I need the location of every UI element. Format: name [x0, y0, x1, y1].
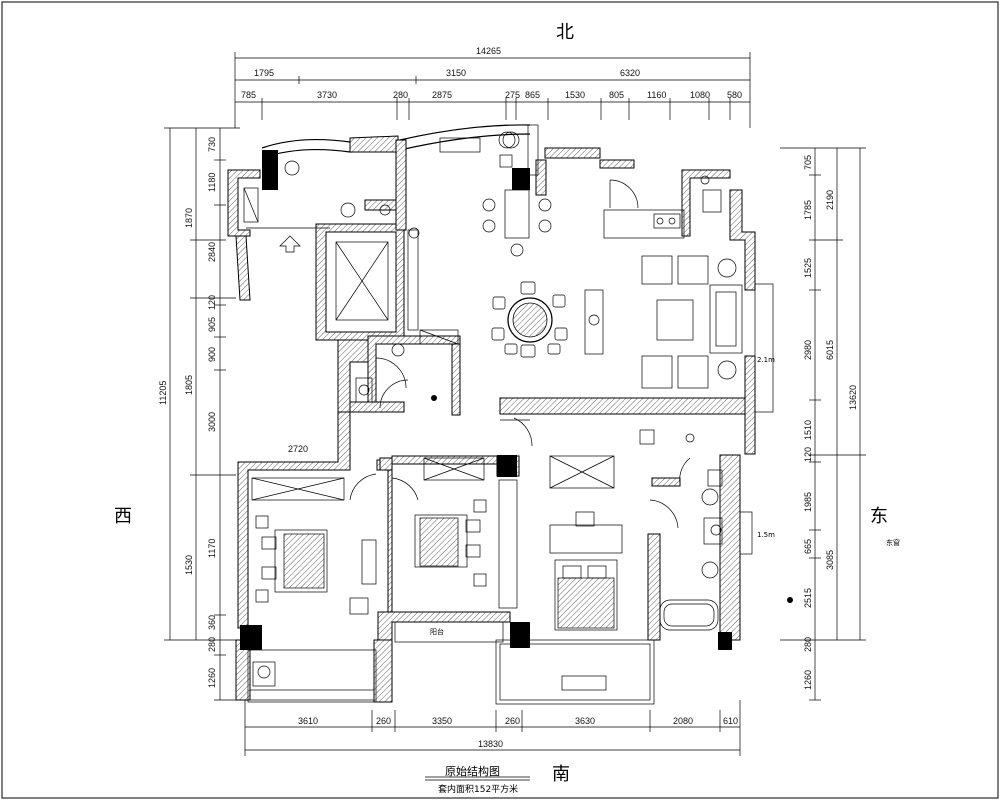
living-room-set	[584, 255, 743, 389]
left-inner-2: 1180	[207, 173, 217, 192]
master-bedroom-furniture	[549, 455, 623, 691]
top-seg-5: 275	[505, 90, 520, 100]
right-dimensions	[780, 147, 866, 701]
bottom-dim-total: 13830	[478, 739, 503, 749]
right-dim-mid-2: 6015	[825, 340, 835, 360]
top-seg-8: 805	[609, 90, 624, 100]
left-inner-10: 280	[207, 637, 217, 652]
bottom-seg-1: 3610	[298, 716, 318, 726]
compass-west: 西	[114, 506, 132, 527]
walls	[227, 124, 756, 703]
balcony-label: 阳台	[430, 627, 444, 636]
storage-units	[243, 187, 459, 345]
right-inner-6: 120	[803, 447, 813, 462]
left-dim-mid-1: 1870	[184, 208, 194, 228]
top-seg-1: 785	[241, 90, 256, 100]
top-seg-9: 1160	[647, 90, 666, 100]
right-dim-outer: 13620	[848, 385, 858, 410]
bathroom-fixtures	[252, 343, 723, 687]
compass-marker	[787, 597, 793, 603]
right-inner-5: 1510	[803, 420, 813, 440]
bedroom-1-furniture	[251, 477, 377, 615]
doors	[349, 179, 691, 529]
top-seg-2: 3730	[317, 90, 337, 100]
top-seg-10: 1080	[690, 90, 710, 100]
left-inner-9: 360	[207, 615, 217, 630]
window-note-1: 2.1m	[757, 356, 775, 364]
left-inner-5: 905	[207, 317, 217, 332]
right-inner-10: 280	[803, 637, 813, 652]
right-inner-1: 705	[803, 155, 813, 170]
bottom-seg-5: 3630	[575, 716, 595, 726]
bedroom-2-furniture	[414, 457, 487, 587]
top-dim-1: 1795	[254, 68, 274, 78]
west-wall-label: 2720	[288, 444, 308, 454]
top-dim-total: 14265	[476, 46, 501, 56]
left-inner-8: 1170	[207, 539, 217, 558]
right-inner-4: 2980	[803, 340, 813, 360]
left-inner-7: 3000	[207, 412, 217, 432]
top-dim-3: 6320	[620, 68, 640, 78]
dining-table	[491, 281, 568, 358]
top-seg-11: 580	[727, 90, 742, 100]
east-window-note: 东窗	[886, 538, 900, 547]
right-inner-8: 665	[803, 539, 813, 554]
bottom-seg-3: 3350	[432, 716, 452, 726]
top-seg-3: 280	[393, 90, 408, 100]
drawing-title: 原始结构图	[445, 764, 500, 778]
window-note-2: 1.5m	[757, 531, 775, 539]
left-inner-3: 2840	[207, 242, 217, 262]
top-seg-7: 1530	[565, 90, 585, 100]
top-dimensions	[234, 52, 751, 128]
right-inner-3: 1525	[803, 258, 813, 278]
compass-south: 南	[552, 764, 570, 785]
columns	[240, 150, 732, 650]
left-inner-11: 1260	[207, 668, 217, 688]
breakfast-table	[482, 131, 552, 257]
bottom-dimensions	[244, 700, 741, 756]
bottom-seg-2: 260	[376, 716, 391, 726]
left-dim-mid-3: 1530	[184, 555, 194, 575]
top-dim-2: 3150	[446, 68, 466, 78]
top-seg-6: 865	[525, 90, 540, 100]
title-block	[425, 776, 530, 781]
kitchen-counter	[439, 137, 722, 239]
right-dim-mid-1: 2190	[825, 190, 835, 210]
left-inner-4: 120	[207, 295, 217, 310]
left-dim-outer: 11205	[158, 381, 168, 405]
compass-east: 东	[870, 506, 888, 527]
right-inner-11: 1260	[803, 670, 813, 690]
right-inner-9: 2515	[803, 588, 813, 608]
drawing-subtitle: 套内面积152平方米	[438, 783, 518, 795]
right-dim-mid-3: 3085	[825, 550, 835, 570]
right-inner-7: 1985	[803, 492, 813, 512]
left-inner-1: 730	[207, 137, 217, 152]
left-dim-mid-2: 1805	[184, 375, 194, 395]
bottom-seg-4: 260	[505, 716, 520, 726]
bottom-seg-6: 2080	[673, 716, 693, 726]
windows	[247, 124, 774, 705]
top-seg-4: 2875	[432, 90, 452, 100]
left-dimensions	[164, 127, 240, 701]
bottom-seg-7: 610	[723, 716, 738, 726]
compass-north: 北	[556, 22, 574, 43]
misc-furniture	[246, 131, 710, 443]
left-inner-6: 900	[207, 347, 217, 362]
right-inner-2: 1785	[803, 200, 813, 220]
